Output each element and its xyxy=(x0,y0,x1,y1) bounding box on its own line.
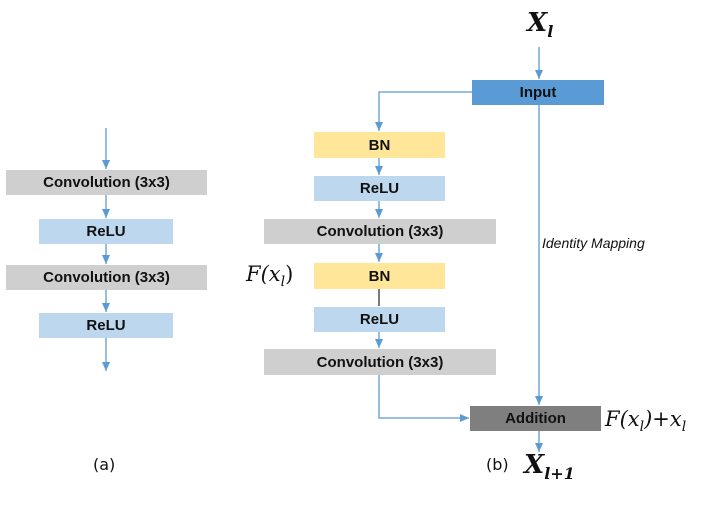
caption-b: (b) xyxy=(486,455,509,474)
panel-b-arrows xyxy=(375,47,543,452)
b-conv-box-1: Convolution (3x3) xyxy=(264,219,496,244)
output-symbol: Xl+1 xyxy=(524,450,575,484)
arrow-input-bn xyxy=(375,91,472,131)
b-relu-box-1: ReLU xyxy=(314,176,445,201)
b-bn-box-1: BN xyxy=(314,132,445,158)
input-box: Input xyxy=(472,80,604,105)
a-relu-box-1: ReLU xyxy=(39,219,173,244)
a-conv-box-1: Convolution (3x3) xyxy=(6,170,207,195)
caption-a: (a) xyxy=(93,455,116,474)
residual-function-label: F(xl) xyxy=(246,262,294,291)
a-relu-box-2: ReLU xyxy=(39,313,173,338)
a-conv-box-2: Convolution (3x3) xyxy=(6,265,207,290)
b-bn-box-2: BN xyxy=(314,263,445,289)
addition-box: Addition xyxy=(470,406,601,431)
b-conv-box-2: Convolution (3x3) xyxy=(264,349,496,375)
b-relu-box-2: ReLU xyxy=(314,307,445,332)
sum-label: F(xl)+xl xyxy=(605,407,687,436)
input-symbol: Xl xyxy=(527,8,554,42)
arrow-conv2-addition xyxy=(378,375,469,422)
identity-mapping-label: Identity Mapping xyxy=(542,235,645,251)
